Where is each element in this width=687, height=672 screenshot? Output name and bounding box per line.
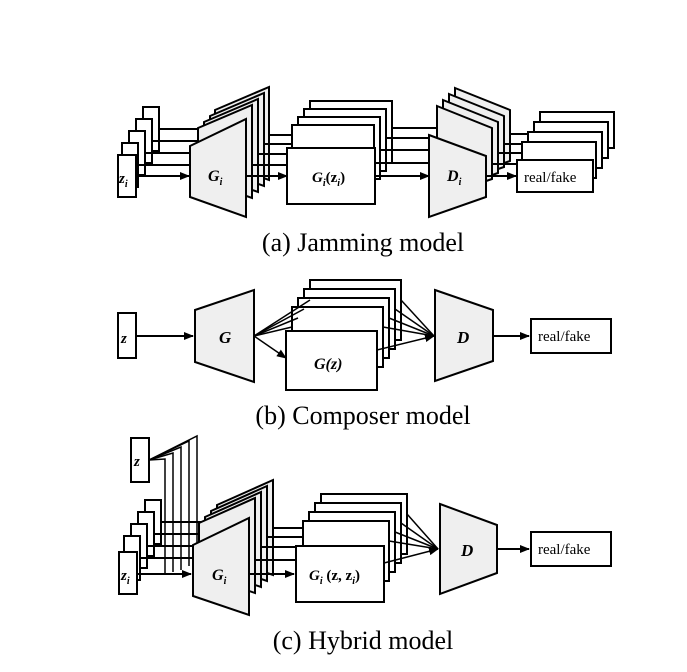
hybrid-z-label: zi (120, 568, 130, 587)
jamming-z-label: zi (118, 171, 128, 190)
composer-discriminator (434, 288, 494, 383)
composer-z-label: z (120, 331, 127, 347)
hybrid-generator-stack (192, 478, 274, 617)
composer-caption: (b) Composer model (255, 401, 470, 430)
jamming-g-label: Gi (208, 168, 223, 188)
jamming-caption: (a) Jamming model (262, 228, 464, 257)
jamming-discriminator-stack (428, 86, 511, 219)
hybrid-caption: (c) Hybrid model (273, 626, 454, 655)
jamming-output-stack (286, 100, 393, 205)
composer-d-label: D (456, 328, 469, 347)
hybrid-discriminator (439, 502, 498, 596)
hybrid-g-label: Gi (212, 567, 227, 587)
composer-g-label: G (219, 328, 232, 347)
composer-generator (194, 288, 255, 384)
composer-realfake-label: real/fake (538, 329, 591, 345)
hybrid-realfake-label: real/fake (538, 542, 591, 558)
hybrid-output-stack (295, 493, 408, 603)
jamming-model: zi Gi Gi(zi) Di real/fake (a) Jamming mo… (117, 85, 615, 257)
jamming-generator-stack (189, 85, 270, 219)
hybrid-realfake-box (530, 531, 612, 567)
jamming-realfake-stack (516, 111, 615, 193)
hybrid-shared-z-label: z (133, 454, 140, 470)
hybrid-d-label: D (460, 541, 473, 560)
hybrid-model: z zi Gi Gi (z, zi) D real/fake (c) Hybri… (118, 434, 612, 655)
jamming-realfake-label: real/fake (524, 170, 577, 186)
jamming-gz-label: Gi(zi) (312, 170, 345, 189)
composer-realfake-box (530, 318, 612, 354)
hybrid-gz-label: Gi (z, zi) (309, 568, 360, 587)
composer-gz-label: G(z) (314, 356, 342, 373)
composer-model: z G G(z) D real/fake (b) Composer model (117, 279, 612, 430)
jamming-d-label: Di (446, 168, 462, 188)
composer-output-stack (285, 279, 402, 391)
